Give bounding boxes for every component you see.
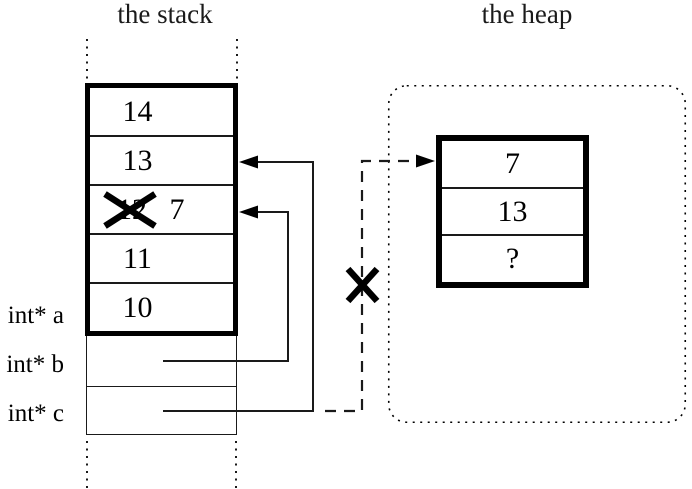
stack-cell-old-value: 12 bbox=[117, 192, 147, 226]
stack-cell: 11 bbox=[90, 235, 233, 284]
var-label-a: int* a bbox=[7, 302, 64, 329]
stack-title: the stack bbox=[117, 0, 213, 29]
arrowhead-icon bbox=[416, 154, 435, 168]
heap-value-box: 7 13 ? bbox=[436, 135, 589, 288]
dangling-heap-pointer-dashed-arrow bbox=[325, 154, 435, 413]
arrowhead-icon bbox=[239, 205, 258, 219]
heap-cell-value: 13 bbox=[497, 194, 528, 228]
stack-cell-value: 14 bbox=[122, 94, 153, 128]
heap-cell: ? bbox=[442, 236, 583, 282]
stack-cell-value: 13 bbox=[122, 143, 153, 177]
stack-cell: 14 bbox=[90, 88, 233, 137]
arrowhead-icon bbox=[239, 155, 258, 169]
stack-frame-box: 14 13 12 7 11 10 bbox=[85, 83, 238, 336]
stack-cell-overwritten: 12 7 bbox=[90, 186, 233, 235]
stack-slot-b bbox=[86, 336, 237, 387]
heap-title: the heap bbox=[481, 0, 573, 29]
stack-cell-value: 11 bbox=[123, 241, 152, 275]
stack-cell: 13 bbox=[90, 137, 233, 186]
dangling-pointer-cross-icon bbox=[345, 266, 380, 304]
stack-cell-new-value: 7 bbox=[169, 192, 185, 226]
stack-slot-c bbox=[86, 387, 237, 435]
var-label-b: int* b bbox=[6, 351, 64, 378]
heap-cell: 7 bbox=[442, 141, 583, 189]
heap-cell-value: 7 bbox=[505, 146, 520, 180]
heap-cell-value: ? bbox=[505, 242, 520, 276]
stack-cell-value: 10 bbox=[122, 290, 153, 324]
stack-cell: 10 bbox=[90, 284, 233, 331]
var-label-c: int* c bbox=[7, 400, 64, 427]
heap-cell: 13 bbox=[442, 189, 583, 237]
